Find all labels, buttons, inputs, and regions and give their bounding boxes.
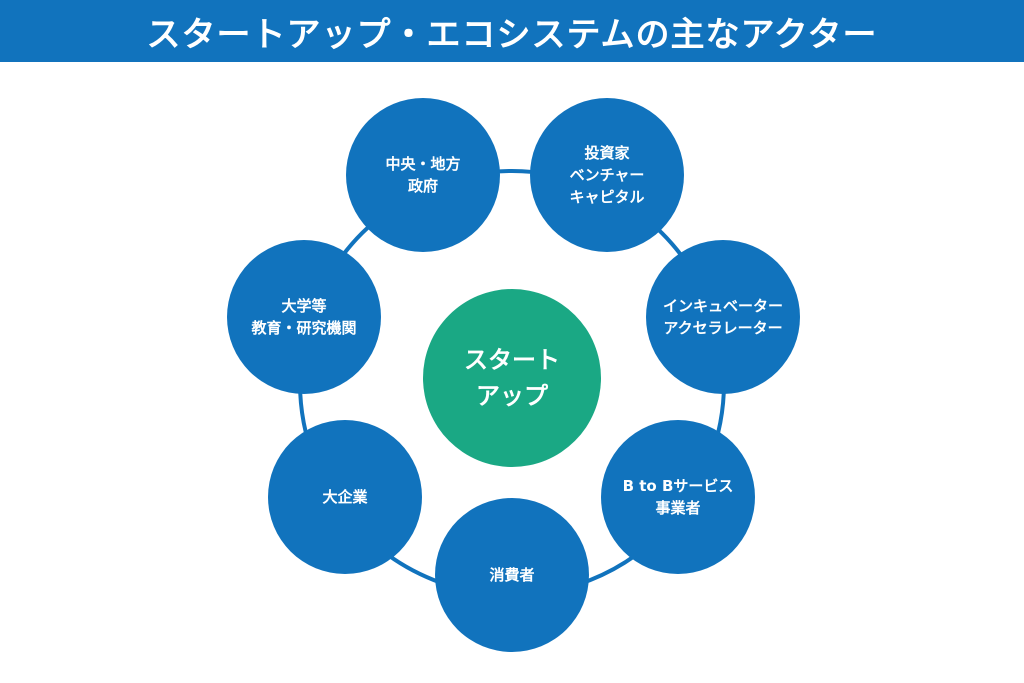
actor-label-line: ベンチャー [569, 166, 645, 184]
actor-label-line: 大学等 [281, 297, 327, 315]
actor-label-line: 事業者 [655, 499, 701, 517]
actor-node-investors: 投資家 ベンチャー キャピタル [530, 98, 684, 252]
actor-label-line: 中央・地方 [385, 155, 461, 173]
actor-node-b2b-services: B to Bサービス 事業者 [601, 420, 755, 574]
actor-node-universities: 大学等 教育・研究機関 [227, 240, 381, 394]
actor-label-line: 大企業 [322, 488, 368, 506]
actor-label-line: 投資家 [584, 144, 630, 162]
actor-label-line: 消費者 [489, 566, 535, 584]
actor-label-line: インキュベーター [662, 297, 783, 315]
actor-label-line: B to Bサービス [622, 477, 734, 495]
actor-label-line: 政府 [407, 177, 438, 195]
actor-node-large-companies: 大企業 [268, 420, 422, 574]
actor-node-consumers: 消費者 [435, 498, 589, 652]
actor-node-incubators: インキュベーター アクセラレーター [646, 240, 800, 394]
actor-node-government: 中央・地方 政府 [346, 98, 500, 252]
center-label-line-1: スタート [464, 346, 560, 374]
actor-label-line: アクセラレーター [663, 319, 783, 337]
page-title: スタートアップ・エコシステムの主なアクター [146, 14, 878, 55]
actor-label-line: 教育・研究機関 [251, 319, 357, 337]
actor-label-line: キャピタル [569, 188, 645, 206]
title-bar: スタートアップ・エコシステムの主なアクター [0, 0, 1024, 62]
center-label-line-2: アップ [476, 382, 548, 410]
center-node-startup: スタート アップ [423, 289, 601, 467]
